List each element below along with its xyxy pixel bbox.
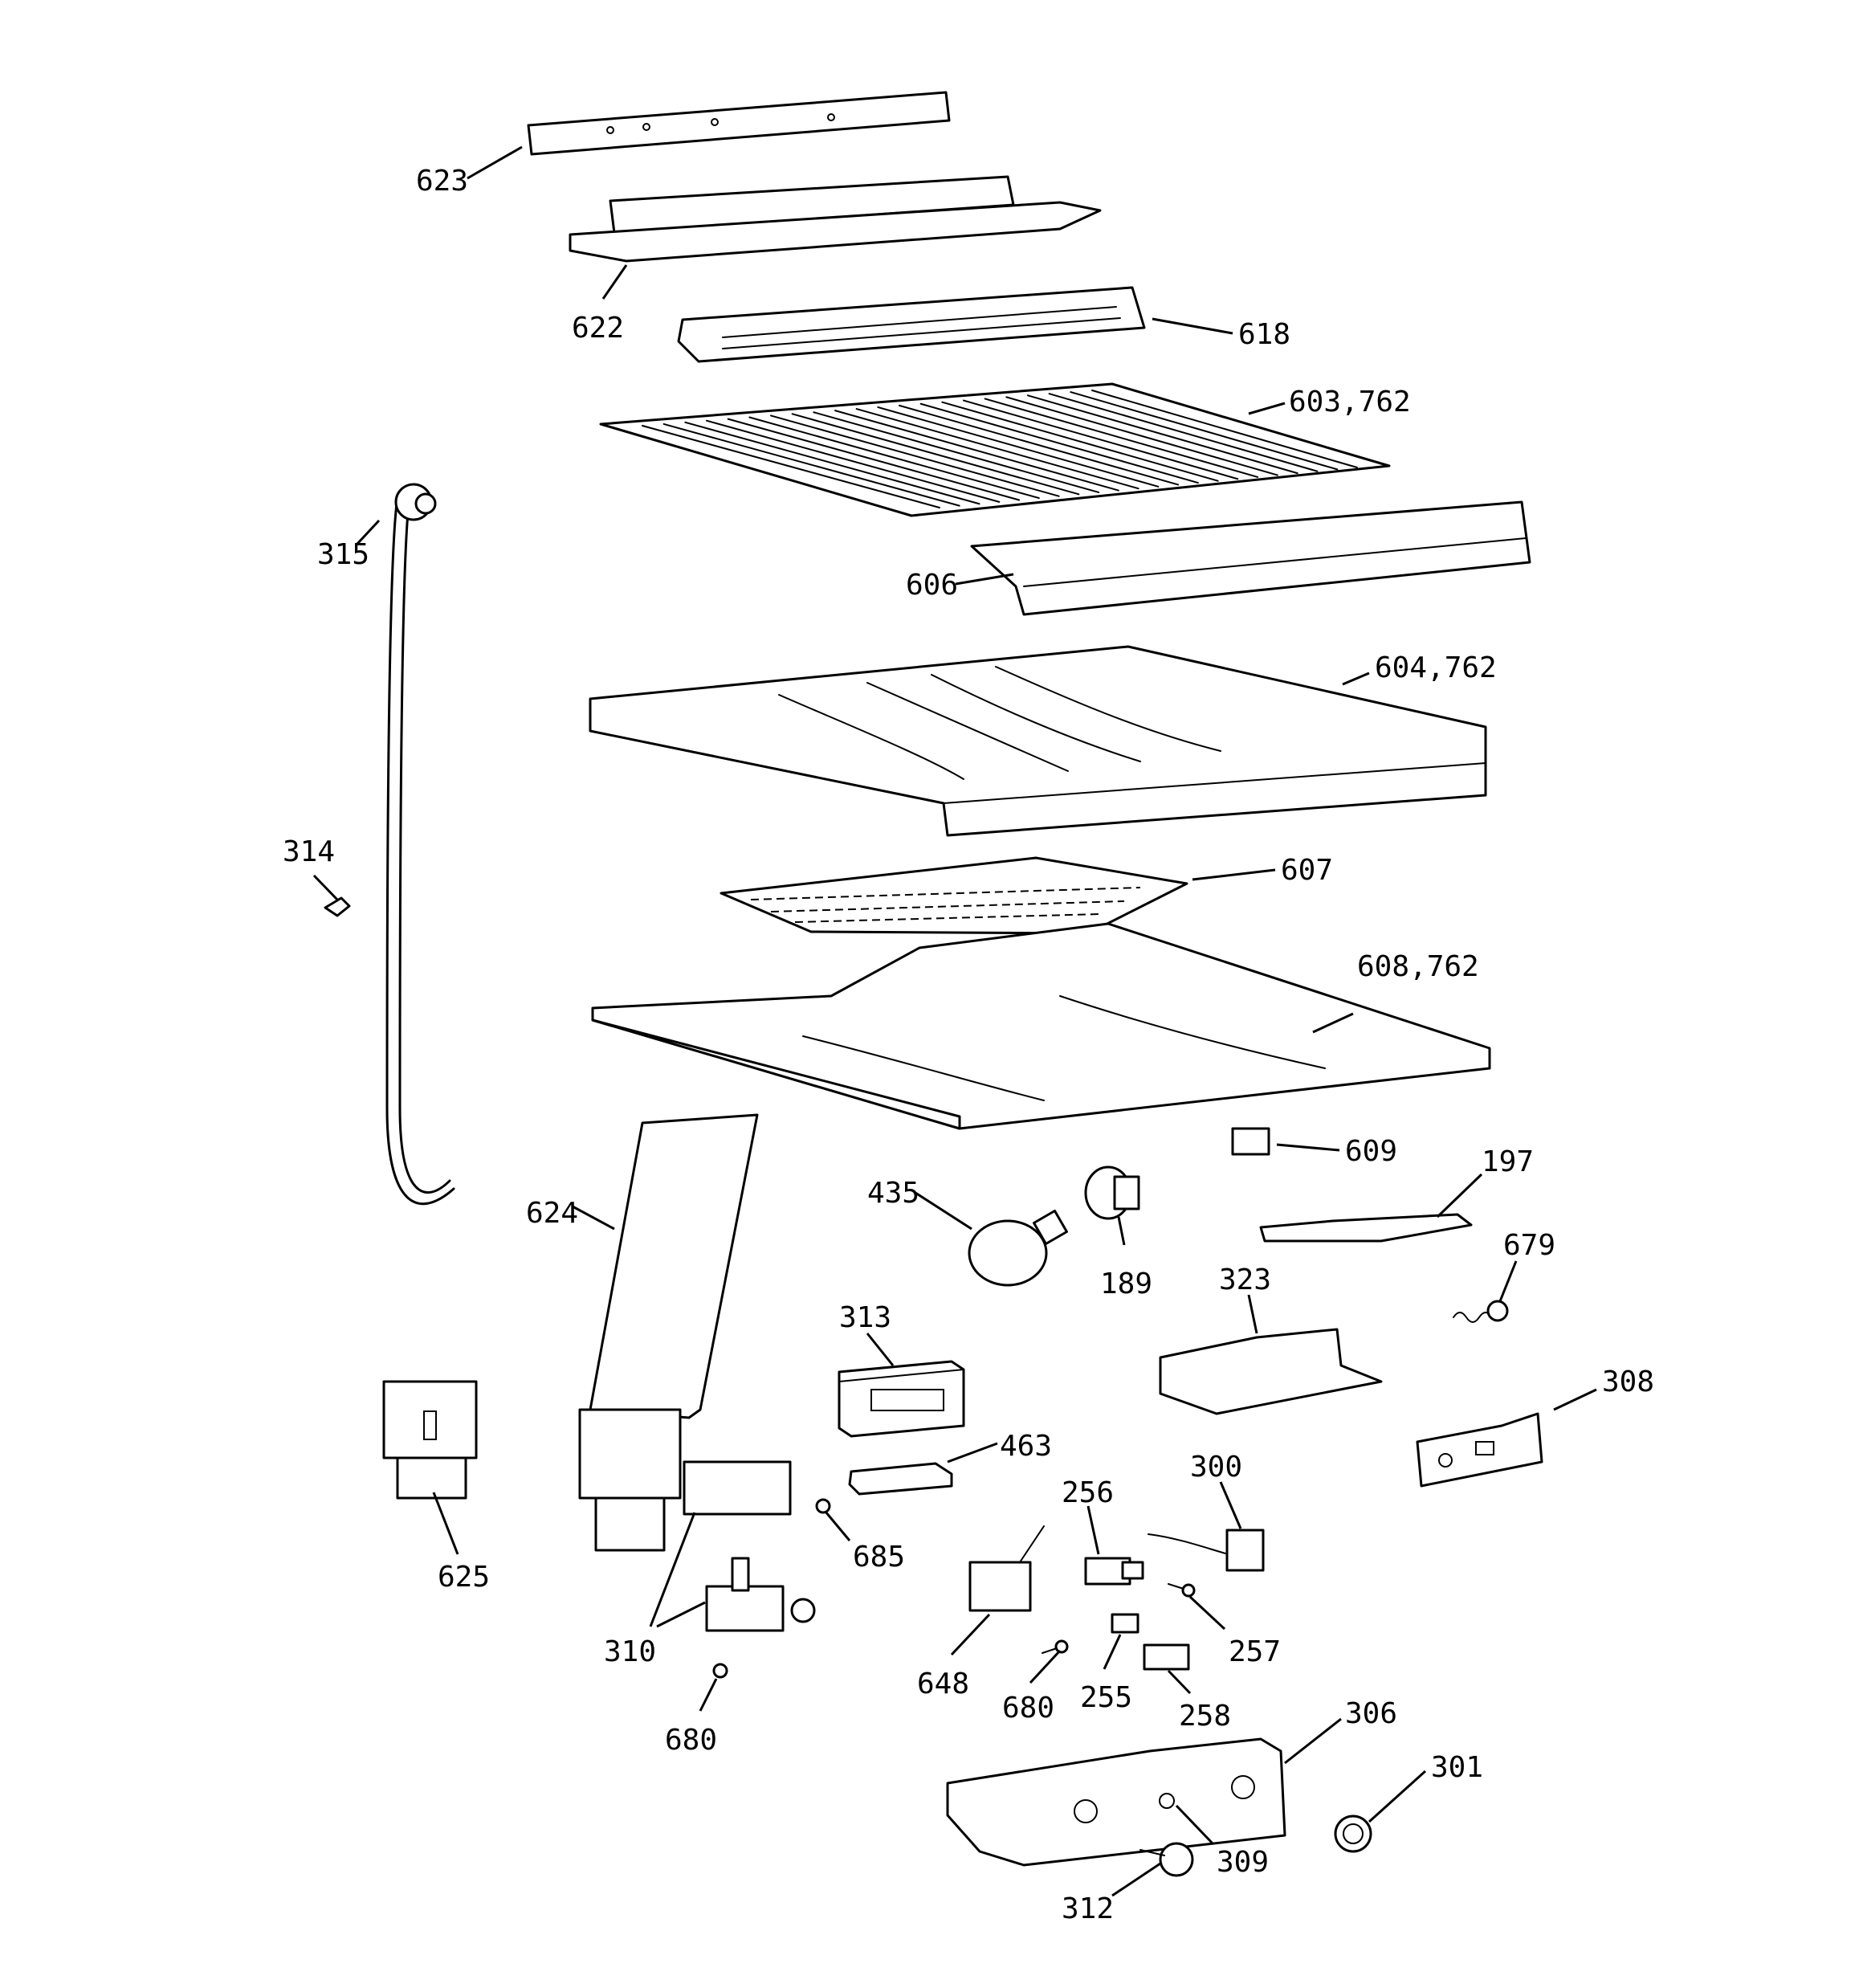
callout-680: 680 [1002,1692,1054,1725]
callout-197: 197 [1482,1145,1534,1178]
part-607-mesh-panel [720,856,1188,935]
part-197-strip [1259,1213,1473,1243]
part-624-duct [578,1113,759,1552]
shelf-rib [941,401,1219,482]
callout-607: 607 [1281,854,1333,887]
part-300-sensor [1148,1529,1265,1572]
part-685-screw [815,1498,831,1514]
shelf-rib [706,419,1001,503]
shelf-rib [855,408,1139,490]
callout-685: 685 [853,1541,905,1574]
part-463 [848,1462,953,1496]
callout-623: 623 [416,165,468,198]
shelf-rib [877,406,1160,488]
callout-680-b: 680 [665,1724,717,1757]
part-623-top-rail [527,91,951,156]
part-306-control-panel [946,1737,1286,1867]
part-315-drain-tube [385,483,455,1206]
part-323-bracket [1159,1328,1383,1415]
callout-315: 315 [317,538,369,571]
callout-306: 306 [1345,1697,1397,1730]
callout-310: 310 [604,1635,656,1668]
callout-309: 309 [1217,1846,1269,1879]
callout-258: 258 [1179,1700,1231,1733]
part-680-screw [1042,1639,1069,1654]
shelf-rib [1005,396,1278,476]
callout-679: 679 [1503,1229,1555,1262]
callout-labels: 623 622 618 603,762 315 606 604,762 314 … [283,165,1654,1925]
shelf-rib [1091,390,1358,468]
shelf-rib [662,423,960,507]
callout-314: 314 [283,835,335,868]
callout-308: 308 [1602,1365,1654,1398]
shelf-rib [642,425,940,508]
part-680-screw-b [712,1663,728,1679]
callout-256: 256 [1062,1476,1114,1509]
shelf-rib [984,398,1259,478]
part-625-cover [382,1380,478,1500]
part-606-crisper-cover [970,500,1531,616]
part-603-ribbed-shelf [599,382,1391,517]
part-609 [1231,1127,1270,1156]
part-648-solenoid [968,1525,1045,1612]
callout-257: 257 [1229,1635,1281,1668]
part-679-spring [1453,1300,1509,1323]
callout-625: 625 [438,1561,490,1594]
part-256-switch [1084,1557,1144,1586]
callout-622: 622 [572,312,624,345]
shelf-rib [899,404,1180,486]
callout-603-762: 603,762 [1289,386,1411,418]
callout-189: 189 [1100,1268,1152,1300]
part-618-housing [677,286,1146,363]
callout-624: 624 [526,1197,578,1230]
shelf-rib [1027,394,1298,475]
callout-604-762: 604,762 [1375,651,1497,684]
part-301-knob [1334,1815,1372,1853]
callout-312: 312 [1062,1892,1114,1925]
callout-300: 300 [1190,1451,1242,1484]
part-258 [1143,1643,1190,1671]
callout-435: 435 [867,1177,919,1210]
shelf-rib [770,414,1060,497]
part-435-bulb [968,1210,1068,1287]
callout-255: 255 [1080,1681,1132,1714]
shelf-rib [919,402,1199,484]
callout-463: 463 [1000,1430,1052,1463]
part-608-bottom-tray [591,922,1491,1130]
part-313-box [838,1360,965,1438]
callout-323: 323 [1219,1263,1271,1296]
part-622-cover [569,175,1102,263]
shelf-rib [727,418,1021,501]
callout-648: 648 [917,1668,969,1700]
part-257-screw [1168,1583,1196,1598]
part-604-tray [589,645,1487,837]
callout-313: 313 [839,1301,891,1334]
callout-608-762: 608,762 [1357,950,1479,983]
part-189-socket [1084,1165,1140,1220]
part-314-clip [324,896,351,917]
shelf-rib [748,416,1040,500]
shelf-rib [791,413,1080,496]
part-255 [1111,1613,1139,1634]
shelf-rib [963,399,1239,480]
leader-lines [312,145,1597,1897]
part-312-knob [1139,1842,1194,1877]
callout-618: 618 [1238,318,1290,351]
callout-609: 609 [1345,1135,1397,1168]
shelf-rib [813,411,1100,493]
shelf-rib [684,421,980,505]
part-310-control [683,1460,816,1632]
callout-606: 606 [906,569,958,602]
part-308-bracket [1416,1412,1543,1488]
shelf-rib [1070,391,1339,471]
shelf-rib [834,410,1119,492]
callout-301: 301 [1431,1751,1483,1784]
shelf-rib [1048,393,1319,472]
